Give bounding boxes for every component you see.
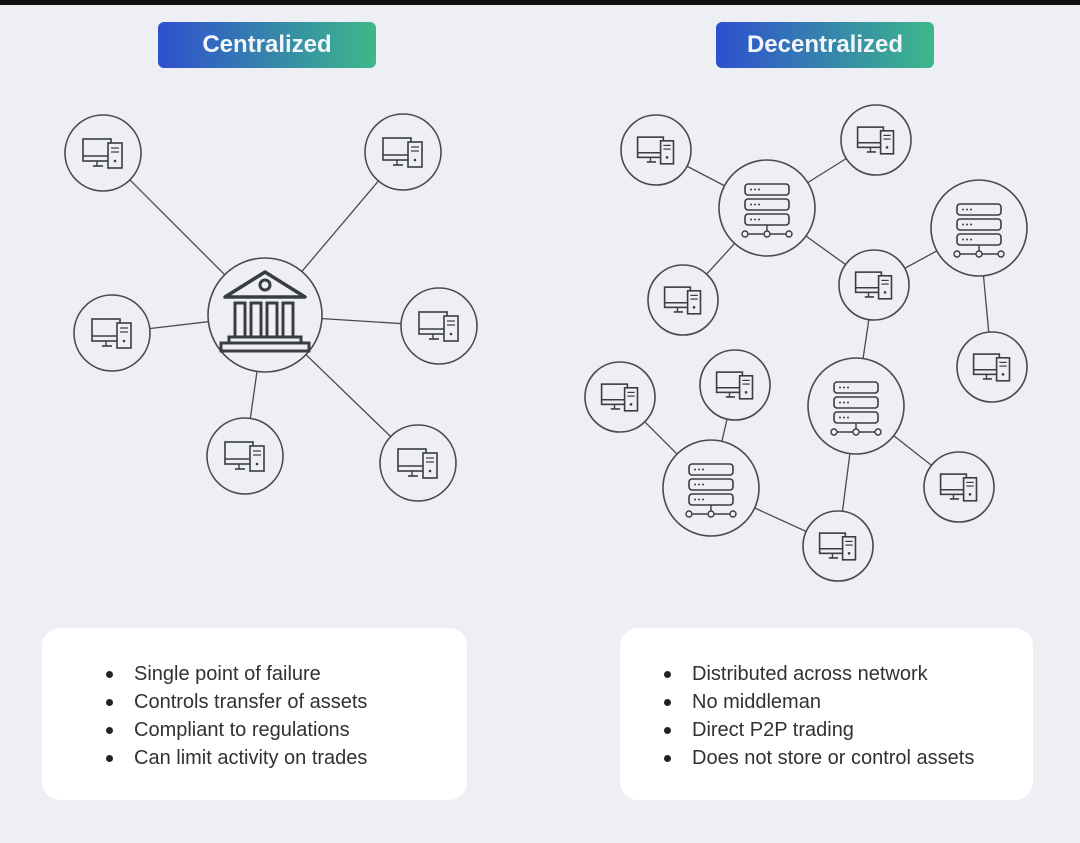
computer-node — [840, 104, 912, 176]
node-circle — [699, 349, 771, 421]
server-icon — [685, 463, 737, 518]
computer-node — [64, 114, 142, 192]
computer-node — [206, 417, 284, 495]
computer-icon — [382, 137, 423, 168]
centralized-title-badge: Centralized — [158, 22, 376, 68]
node-circle — [923, 451, 995, 523]
list-item: Compliant to regulations — [106, 716, 367, 744]
node-circle — [400, 287, 478, 365]
centralized-feature-list: Single point of failure Controls transfe… — [106, 660, 367, 772]
computer-node — [73, 294, 151, 372]
computer-icon — [224, 441, 265, 472]
node-circle — [840, 104, 912, 176]
server-node — [718, 159, 816, 257]
computer-icon — [715, 371, 754, 400]
node-circle — [838, 249, 910, 321]
top-bar — [0, 0, 1080, 5]
node-circle — [662, 439, 760, 537]
computer-icon — [939, 473, 978, 502]
list-item: Single point of failure — [106, 660, 367, 688]
computer-icon — [397, 448, 438, 479]
node-circle — [718, 159, 816, 257]
bank-node — [207, 257, 323, 373]
computer-icon — [418, 311, 459, 342]
computer-node — [364, 113, 442, 191]
computer-node — [699, 349, 771, 421]
computer-node — [620, 114, 692, 186]
server-icon — [953, 203, 1005, 258]
computer-icon — [91, 318, 132, 349]
node-circle — [647, 264, 719, 336]
computer-node — [584, 361, 656, 433]
computer-icon — [636, 136, 675, 165]
server-node — [930, 179, 1028, 277]
computer-node — [838, 249, 910, 321]
list-item: Direct P2P trading — [664, 716, 974, 744]
server-icon — [830, 381, 882, 436]
computer-icon — [82, 138, 123, 169]
computer-node — [647, 264, 719, 336]
node-circle — [956, 331, 1028, 403]
computer-node — [802, 510, 874, 582]
computer-icon — [600, 383, 639, 412]
node-circle — [206, 417, 284, 495]
computer-icon — [856, 126, 895, 155]
computer-node — [923, 451, 995, 523]
list-item: Can limit activity on trades — [106, 744, 367, 772]
server-node — [807, 357, 905, 455]
node-circle — [584, 361, 656, 433]
computer-icon — [663, 286, 702, 315]
node-circle — [802, 510, 874, 582]
server-node — [662, 439, 760, 537]
bank-icon — [219, 270, 311, 353]
node-circle — [379, 424, 457, 502]
computer-node — [400, 287, 478, 365]
computer-icon — [818, 532, 857, 561]
node-circle — [620, 114, 692, 186]
node-circle — [364, 113, 442, 191]
decentralized-features-card: Distributed across network No middleman … — [620, 628, 1033, 800]
node-circle — [64, 114, 142, 192]
list-item: No middleman — [664, 688, 974, 716]
decentralized-feature-list: Distributed across network No middleman … — [664, 660, 974, 772]
server-icon — [741, 183, 793, 238]
computer-node — [956, 331, 1028, 403]
node-circle — [807, 357, 905, 455]
list-item: Controls transfer of assets — [106, 688, 367, 716]
centralized-features-card: Single point of failure Controls transfe… — [42, 628, 467, 800]
node-circle — [73, 294, 151, 372]
list-item: Distributed across network — [664, 660, 974, 688]
node-circle — [207, 257, 323, 373]
node-circle — [930, 179, 1028, 277]
computer-node — [379, 424, 457, 502]
list-item: Does not store or control assets — [664, 744, 974, 772]
computer-icon — [972, 353, 1011, 382]
computer-icon — [854, 271, 893, 300]
decentralized-title-badge: Decentralized — [716, 22, 934, 68]
